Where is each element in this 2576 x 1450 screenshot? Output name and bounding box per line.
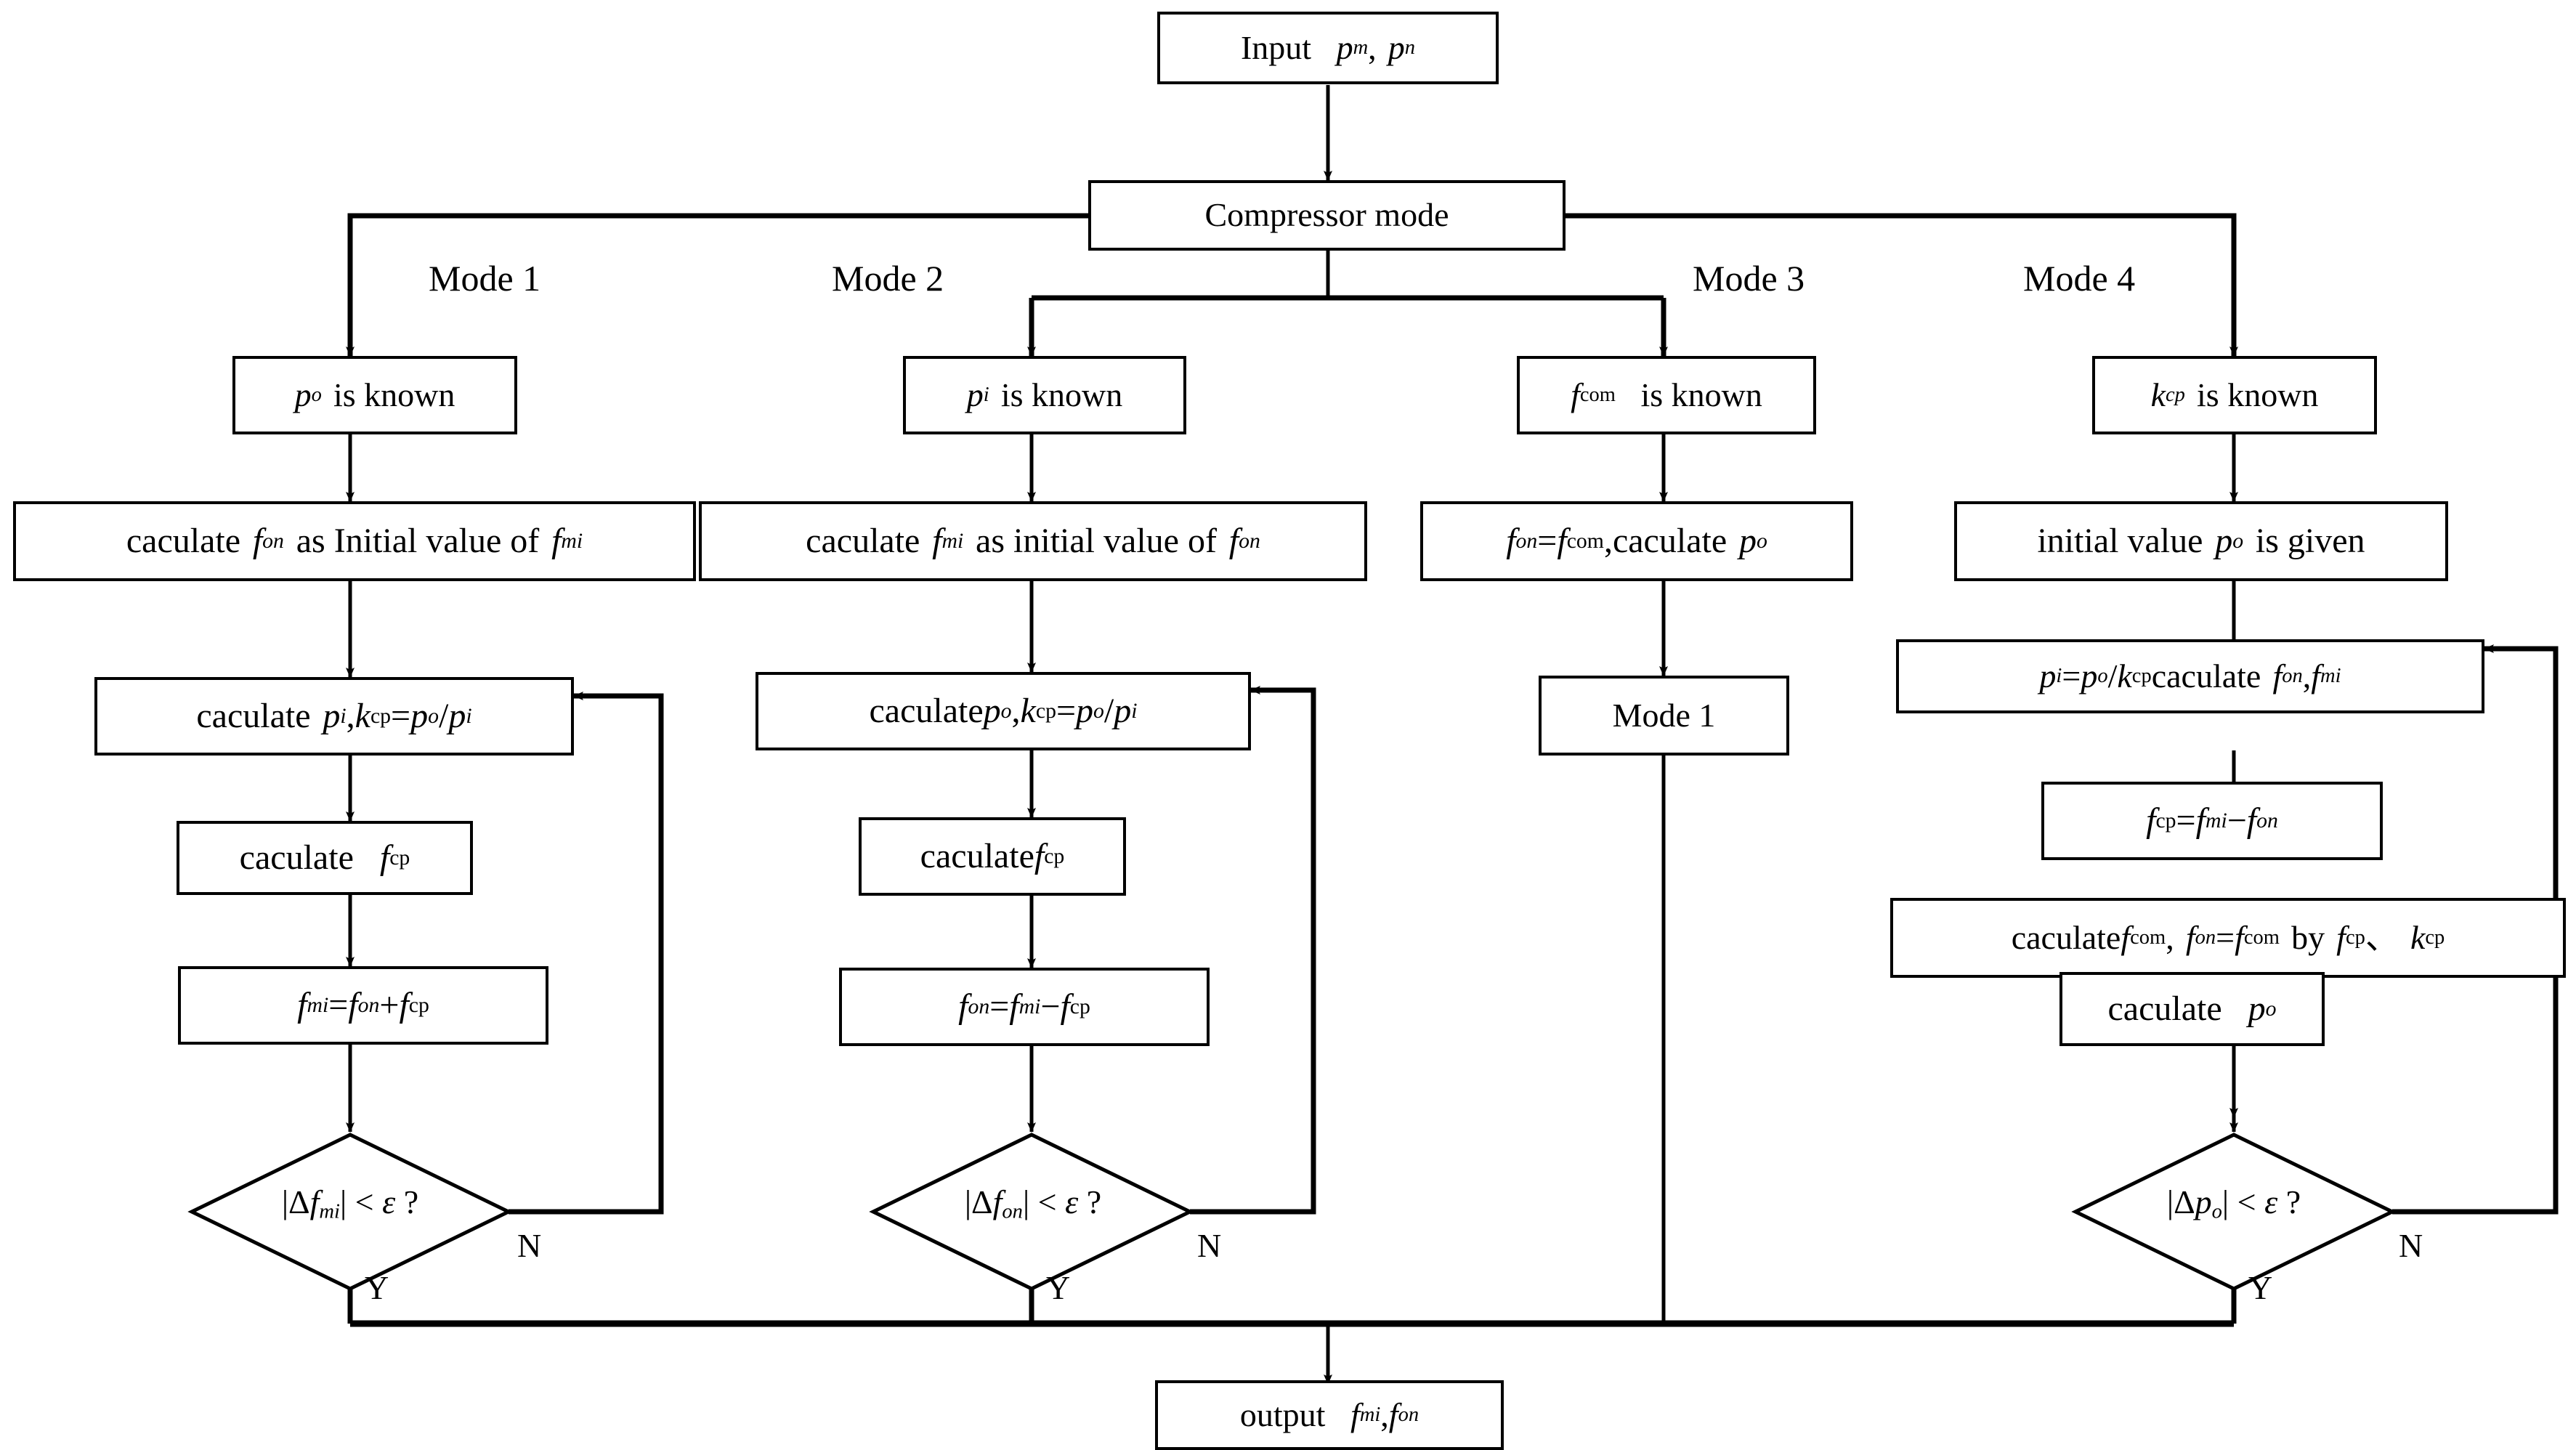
- node-compressor-mode-label: Compressor mode: [1204, 196, 1449, 234]
- node-compressor-mode[interactable]: Compressor mode: [1088, 180, 1566, 251]
- node-mode1-known-text: is known: [333, 376, 455, 413]
- node-mode3-goto-mode1[interactable]: Mode 1: [1539, 676, 1789, 756]
- branch-label-mode-2: Mode 2: [832, 258, 944, 299]
- node-mode2-decision-label: |Δfon| < ε ?: [964, 1183, 1102, 1223]
- node-mode3-known-text: is known: [1640, 376, 1762, 413]
- mode4-no-label: N: [2399, 1227, 2423, 1264]
- node-mode3-goto-label: Mode 1: [1612, 696, 1716, 734]
- mode2-no-label: N: [1197, 1227, 1222, 1264]
- mode1-yes-label: Y: [365, 1269, 389, 1306]
- branch-label-mode-3: Mode 3: [1693, 258, 1805, 299]
- branch-label-mode-1: Mode 1: [429, 258, 541, 299]
- node-mode4-decision-label: |Δpo| < ε ?: [2166, 1183, 2301, 1223]
- node-mode2-known-text: is known: [1000, 376, 1123, 413]
- node-mode4-known-text: is known: [2197, 376, 2319, 413]
- mode1-no-label: N: [517, 1227, 542, 1264]
- node-output-label: output: [1239, 1396, 1326, 1433]
- mode2-yes-label: Y: [1046, 1269, 1071, 1306]
- node-mode1-decision-label: |Δfmi| < ε ?: [281, 1183, 419, 1223]
- node-input-label: Input: [1240, 28, 1312, 66]
- mode4-yes-label: Y: [2248, 1269, 2273, 1306]
- branch-label-mode-4: Mode 4: [2023, 258, 2136, 299]
